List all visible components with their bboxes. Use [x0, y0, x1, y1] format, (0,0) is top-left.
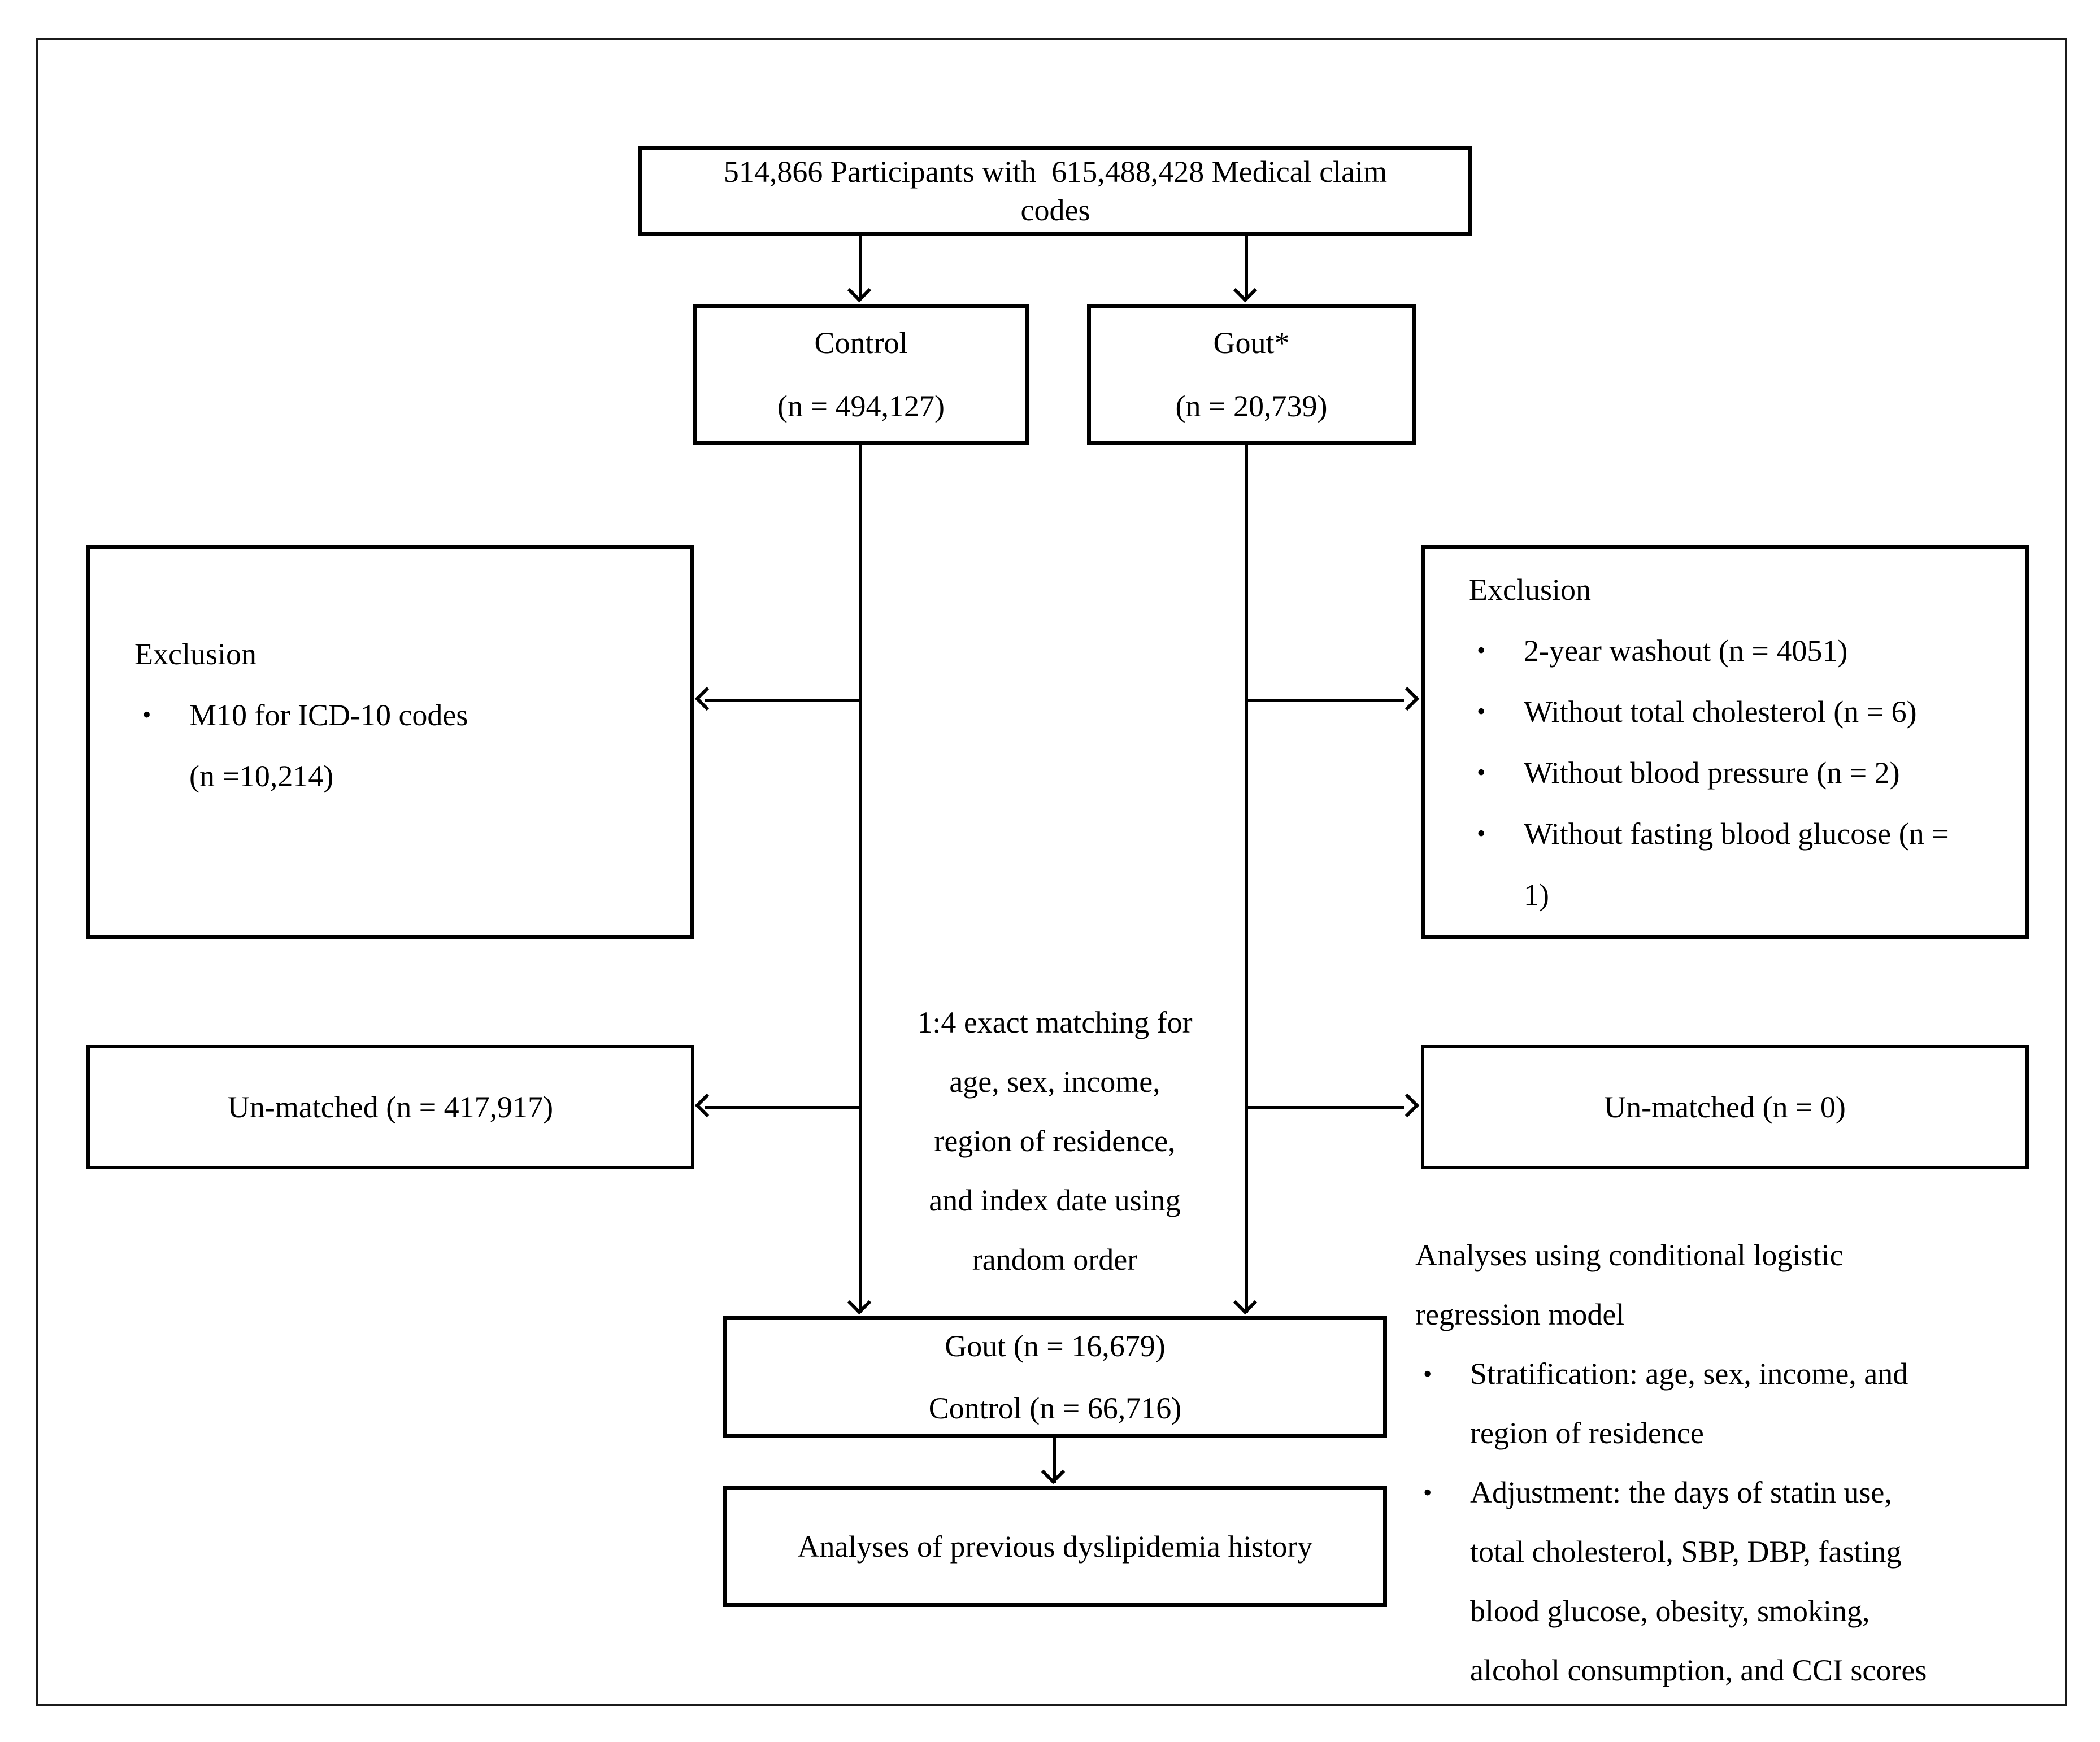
- analyses-box: Analyses of previous dyslipidemia histor…: [723, 1486, 1387, 1607]
- text: Analyses using conditional logistic: [1415, 1238, 1844, 1272]
- arrow-to-unmatched-left-shaft: [705, 1106, 861, 1109]
- text: (n =10,214): [189, 759, 334, 793]
- exclusion-right-line: 1): [1469, 864, 2014, 925]
- matching-note-line: age, sex, income,: [949, 1065, 1160, 1099]
- bullet-icon: •: [1423, 1479, 1432, 1506]
- arrow-participants-to-control-shaft: [859, 236, 862, 299]
- unmatched-left-label: Un-matched (n = 417,917): [227, 1090, 554, 1124]
- gout-box-n: (n = 20,739): [1175, 389, 1328, 423]
- exclusion-right-line: Exclusion: [1469, 559, 2014, 620]
- bullet-icon: •: [1423, 1360, 1432, 1388]
- arrow-control-to-matched-shaft: [859, 445, 862, 1313]
- text: Without fasting blood glucose (n =: [1524, 816, 1949, 851]
- regression-note-line: Analyses using conditional logistic: [1415, 1226, 2059, 1285]
- exclusion-right-line: • Without total cholesterol (n = 6): [1469, 681, 2014, 742]
- regression-note-line: • Adjustment: the days of statin use,: [1415, 1463, 2059, 1522]
- matching-note: 1:4 exact matching for age, sex, income, r…: [818, 993, 1292, 1290]
- exclusion-left-line: Exclusion: [134, 624, 679, 685]
- participants-box: 514,866 Participants with 615,488,428 Me…: [638, 146, 1472, 236]
- matching-note-line: random order: [972, 1243, 1138, 1277]
- exclusion-right-line: • Without fasting blood glucose (n =: [1469, 803, 2014, 864]
- text: Without blood pressure (n = 2): [1524, 755, 1900, 790]
- regression-note-line: regression model: [1415, 1285, 2059, 1344]
- text: Exclusion: [134, 637, 256, 671]
- gout-box: Gout* (n = 20,739): [1087, 304, 1416, 445]
- arrow-matched-to-analyses-shaft: [1053, 1438, 1056, 1483]
- control-box-n: (n = 494,127): [777, 389, 945, 423]
- gout-box-title: Gout*: [1213, 326, 1290, 360]
- arrow-participants-to-gout-shaft: [1245, 236, 1248, 299]
- matched-gout-n: Gout (n = 16,679): [945, 1329, 1166, 1363]
- unmatched-right-label: Un-matched (n = 0): [1604, 1090, 1846, 1124]
- arrow-to-exclusion-left-shaft: [705, 699, 861, 702]
- text: total cholesterol, SBP, DBP, fasting: [1470, 1535, 1902, 1569]
- text: Without total cholesterol (n = 6): [1524, 694, 1917, 729]
- text: M10 for ICD-10 codes: [189, 698, 468, 732]
- control-box: Control (n = 494,127): [693, 304, 1029, 445]
- text: region of residence: [1470, 1416, 1704, 1450]
- exclusion-right-line: • 2-year washout (n = 4051): [1469, 620, 2014, 681]
- regression-note: Analyses using conditional logistic regre…: [1415, 1226, 2059, 1700]
- text: alcohol consumption, and CCI scores: [1470, 1653, 1927, 1687]
- exclusion-right-line: • Without blood pressure (n = 2): [1469, 742, 2014, 803]
- exclusion-right-box: Exclusion • 2-year washout (n = 4051) • With…: [1421, 545, 2029, 939]
- control-box-title: Control: [814, 326, 908, 360]
- arrow-gout-to-matched-shaft: [1245, 445, 1248, 1313]
- regression-note-line: region of residence: [1415, 1404, 2059, 1463]
- matching-note-line: 1:4 exact matching for: [917, 1005, 1193, 1039]
- text: 1): [1524, 877, 1549, 912]
- text: Adjustment: the days of statin use,: [1470, 1475, 1892, 1509]
- unmatched-right-box: Un-matched (n = 0): [1421, 1045, 2029, 1169]
- participants-line-1: 514,866 Participants with 615,488,428 Me…: [723, 155, 1388, 189]
- unmatched-left-box: Un-matched (n = 417,917): [86, 1045, 694, 1169]
- arrow-to-unmatched-right-shaft: [1247, 1106, 1404, 1109]
- text: Stratification: age, sex, income, and: [1470, 1357, 1908, 1391]
- arrow-to-exclusion-right-shaft: [1247, 699, 1404, 702]
- text: blood glucose, obesity, smoking,: [1470, 1594, 1870, 1628]
- regression-note-line: • Stratification: age, sex, income, and: [1415, 1344, 2059, 1404]
- text: 2-year washout (n = 4051): [1524, 633, 1848, 668]
- regression-note-line: alcohol consumption, and CCI scores: [1415, 1641, 2059, 1700]
- participants-line-2: codes: [1020, 193, 1090, 227]
- text: Exclusion: [1469, 572, 1591, 607]
- exclusion-left-box: Exclusion • M10 for ICD-10 codes (n =10,214…: [86, 545, 694, 939]
- bullet-icon: •: [1477, 758, 1486, 786]
- regression-note-line: blood glucose, obesity, smoking,: [1415, 1582, 2059, 1641]
- regression-note-line: total cholesterol, SBP, DBP, fasting: [1415, 1522, 2059, 1582]
- bullet-icon: •: [1477, 697, 1486, 725]
- matched-control-n: Control (n = 66,716): [928, 1391, 1182, 1425]
- matching-note-line: region of residence,: [934, 1124, 1176, 1158]
- text: regression model: [1415, 1297, 1625, 1331]
- bullet-icon: •: [1477, 819, 1486, 847]
- matching-note-line: and index date using: [929, 1183, 1181, 1217]
- analyses-box-label: Analyses of previous dyslipidemia histor…: [797, 1529, 1313, 1564]
- bullet-icon: •: [1477, 636, 1486, 664]
- matched-cohort-box: Gout (n = 16,679) Control (n = 66,716): [723, 1316, 1387, 1438]
- exclusion-left-line: • M10 for ICD-10 codes: [134, 685, 679, 746]
- exclusion-left-line: (n =10,214): [134, 746, 679, 807]
- bullet-icon: •: [142, 701, 151, 729]
